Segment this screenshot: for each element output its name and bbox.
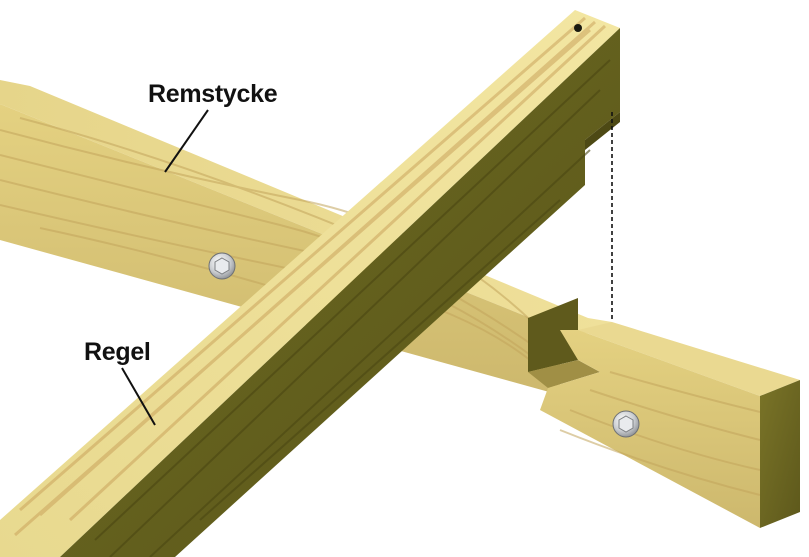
regel-side-grain xyxy=(94,59,611,557)
regel-top-face xyxy=(0,10,620,557)
regel-grain xyxy=(14,16,607,537)
regel-side-face xyxy=(60,28,620,557)
remstycke-label: Remstycke xyxy=(148,80,278,108)
remstycke-right-grain xyxy=(559,371,761,496)
remstycke-right-top xyxy=(578,322,800,396)
bolt-right xyxy=(612,410,640,438)
remstycke-end-face xyxy=(760,380,800,528)
remstycke-leader-line xyxy=(164,109,209,173)
notch-back-wall xyxy=(528,298,578,372)
remstycke-right-side xyxy=(540,330,760,528)
notch-floor xyxy=(528,360,600,388)
post-hole xyxy=(574,24,582,32)
regel-leader-line xyxy=(121,367,156,426)
regel-label: Regel xyxy=(84,338,151,366)
bolt-left xyxy=(208,252,236,280)
